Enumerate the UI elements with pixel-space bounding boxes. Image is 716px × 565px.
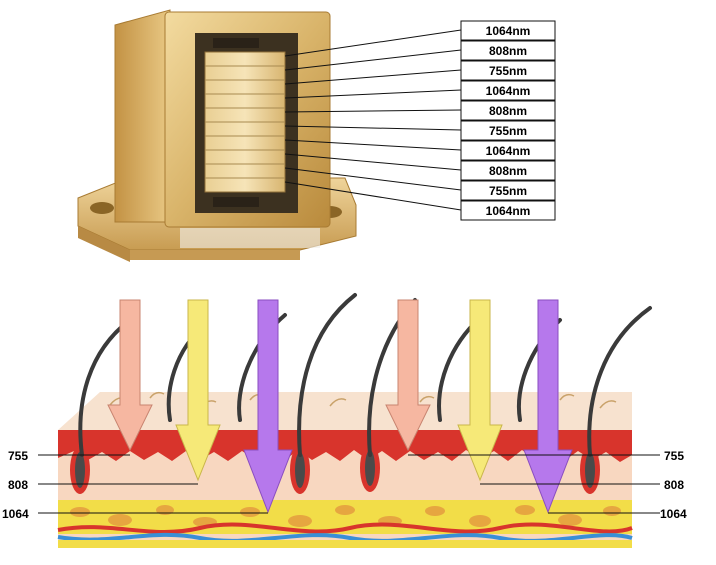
wavelength-label-text: 755nm — [489, 124, 527, 138]
diode-bar-stack — [204, 51, 286, 193]
module-side — [114, 9, 171, 223]
depth-labels-right: 755 808 1064 — [660, 449, 687, 521]
arrow-808 — [175, 299, 221, 482]
arrow-755 — [107, 299, 153, 452]
depth-label: 755 — [8, 449, 28, 463]
depth-lines — [38, 454, 660, 514]
wavelength-label-text: 755nm — [489, 64, 527, 78]
wavelength-label: 808nm — [460, 40, 556, 61]
wavelength-label-text: 1064nm — [486, 144, 531, 158]
wavelength-label-text: 1064nm — [486, 204, 531, 218]
wavelength-label: 755nm — [460, 60, 556, 81]
hair-follicles — [70, 444, 600, 494]
arrow-1064 — [523, 299, 573, 514]
arrow-808 — [457, 299, 503, 482]
laser-arrows — [107, 299, 573, 514]
depth-label: 808 — [664, 478, 684, 492]
wavelength-label-text: 1064nm — [486, 84, 531, 98]
wavelength-label-text: 808nm — [489, 104, 527, 118]
fat-cells — [70, 505, 621, 527]
wavelength-label: 1064nm — [460, 200, 556, 221]
wavelength-label: 808nm — [460, 100, 556, 121]
wavelength-label: 755nm — [460, 120, 556, 141]
wavelength-label-text: 808nm — [489, 164, 527, 178]
wavelength-label: 808nm — [460, 160, 556, 181]
wavelength-label: 1064nm — [460, 20, 556, 41]
depth-label: 1064 — [2, 507, 29, 521]
mount-hole — [90, 202, 114, 214]
leader-lines — [284, 29, 462, 211]
depth-label: 1064 — [660, 507, 687, 521]
skin-cross-section — [57, 293, 652, 548]
wavelength-label: 1064nm — [460, 140, 556, 161]
wavelength-label: 755nm — [460, 180, 556, 201]
wavelength-label-text: 755nm — [489, 184, 527, 198]
wavelength-label: 1064nm — [460, 80, 556, 101]
arrow-1064 — [243, 299, 293, 514]
depth-label: 808 — [8, 478, 28, 492]
laser-module — [77, 9, 357, 262]
wavelength-label-text: 808nm — [489, 44, 527, 58]
wavelength-label-text: 1064nm — [486, 24, 531, 38]
wavelength-labels: 1064nm 808nm 755nm 1064nm 808nm 755nm 10… — [460, 20, 556, 221]
depth-labels-left: 755 808 1064 — [2, 449, 29, 521]
depth-label: 755 — [664, 449, 684, 463]
blood-vessel-red — [57, 522, 633, 534]
arrow-755 — [385, 299, 431, 452]
